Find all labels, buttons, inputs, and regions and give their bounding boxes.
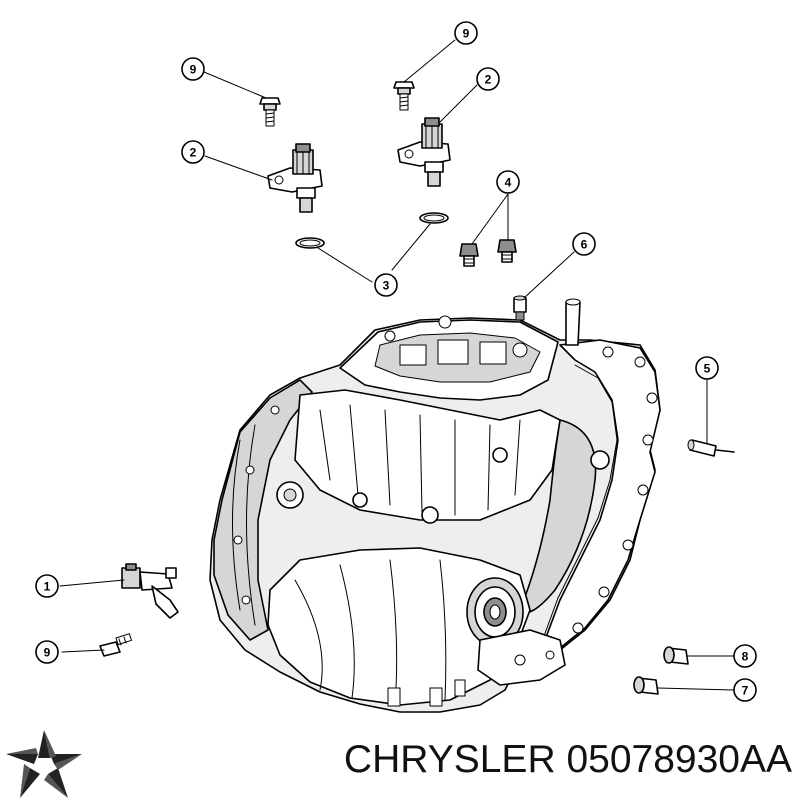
brand-name: CHRYSLER (343, 738, 556, 781)
sensor-part (121, 563, 179, 619)
o-ring-part (419, 212, 449, 224)
brand-footer: CHRYSLER 05078930AA (0, 722, 800, 800)
callout-2-b: 2 (476, 67, 500, 91)
bolt-part (99, 633, 132, 657)
callout-7: 7 (733, 678, 757, 702)
callout-3: 3 (374, 273, 398, 297)
speed-sensor-part (397, 117, 451, 187)
callout-label: 9 (190, 63, 197, 77)
callout-label: 6 (581, 238, 588, 252)
callout-8: 8 (733, 644, 757, 668)
bushing-part (663, 646, 689, 665)
callout-label: 7 (742, 684, 749, 698)
bushing-part (633, 676, 659, 695)
pin-part (687, 439, 735, 457)
callout-6: 6 (572, 232, 596, 256)
callout-label: 5 (704, 362, 711, 376)
callout-4: 4 (496, 170, 520, 194)
callout-label: 2 (485, 73, 492, 87)
breather-part (513, 295, 527, 321)
o-ring-part (295, 237, 325, 249)
callout-2-a: 2 (181, 140, 205, 164)
callout-label: 4 (505, 176, 512, 190)
callout-label: 8 (742, 650, 749, 664)
speed-sensor-part (267, 143, 323, 213)
plug-part (459, 243, 479, 267)
callout-label: 9 (44, 646, 51, 660)
callout-9-b: 9 (454, 21, 478, 45)
transaxle-housing (209, 298, 661, 713)
bolt-part (393, 81, 415, 111)
bolt-part (259, 97, 281, 127)
callout-5: 5 (695, 356, 719, 380)
plug-part (497, 239, 517, 263)
pentastar-logo-icon (6, 730, 82, 798)
callout-label: 1 (44, 580, 51, 594)
leader-lines (59, 39, 734, 691)
callout-label: 2 (190, 146, 197, 160)
callout-label: 3 (383, 279, 390, 293)
brand-part-label: CHRYSLER 05078930AA (344, 738, 792, 782)
callout-label: 9 (463, 27, 470, 41)
callout-1: 1 (35, 574, 59, 598)
part-number: 05078930AA (566, 738, 792, 781)
callout-9-c: 9 (35, 640, 59, 664)
callout-9-a: 9 (181, 57, 205, 81)
